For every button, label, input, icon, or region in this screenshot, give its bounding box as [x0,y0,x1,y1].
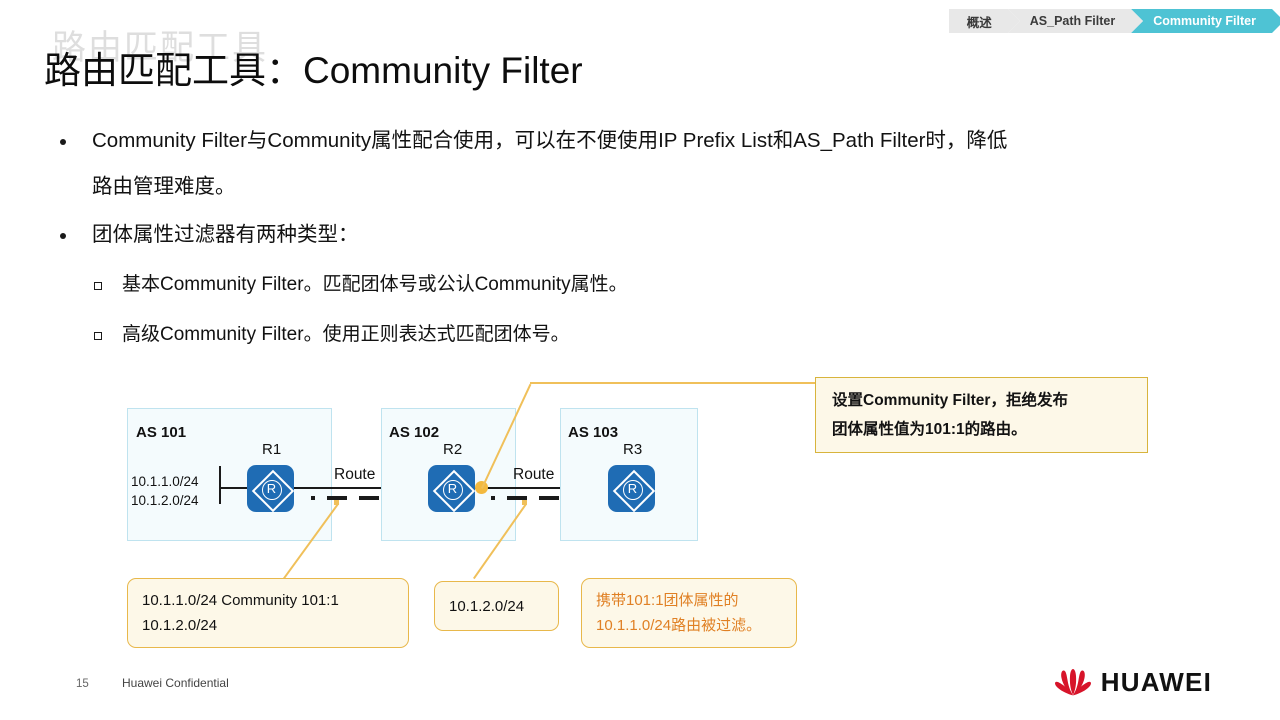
as-box-102 [381,408,516,541]
leader-line-bottom-left-callout [283,502,339,579]
prefix-list-as101: 10.1.1.0/24 10.1.2.0/24 [131,472,199,510]
link-r1-r2 [294,487,434,489]
leader-line-top-callout-horizontal [530,382,815,384]
breadcrumb-item-overview[interactable]: 概述 [948,9,1020,33]
prefix-line-1: 10.1.1.0/24 [131,474,199,489]
route-arrow-2 [585,491,598,505]
route-dash [571,496,585,500]
router-label-r1: R1 [262,441,282,458]
router-icon-r1: R [247,465,294,512]
breadcrumb-label: Community Filter [1153,14,1256,28]
router-r-glyph: R [261,479,282,500]
breadcrumb: 概述 AS_Path Filter Community Filter [948,9,1280,33]
router-diamond [432,469,475,512]
link-lan-to-r1 [219,487,251,489]
as-box-101 [127,408,332,541]
page-number: 15 [76,678,89,690]
as-label-103: AS 103 [568,424,619,441]
route-dash [311,496,315,500]
callout-line-1: 设置Community Filter，拒绝发布 [832,392,1068,409]
as-box-103 [560,408,698,541]
huawei-logo: HUAWEI [1054,667,1212,698]
page-title: 路由匹配工具：Community Filter [44,50,583,91]
router-diamond [612,469,655,512]
breadcrumb-item-as-path-filter[interactable]: AS_Path Filter [1007,9,1144,33]
callout-filtered-route: 携带101:1团体属性的 10.1.1.0/24路由被过滤。 [581,578,797,648]
route-arrow-1 [408,491,421,505]
router-label-r3: R3 [623,441,643,458]
callout-line-2: 10.1.1.0/24路由被过滤。 [596,617,762,634]
route-dash [491,496,495,500]
callout-line-2: 团体属性值为101:1的路由。 [832,421,1027,438]
callout-line-2: 10.1.2.0/24 [142,617,218,634]
filter-point-marker [475,481,488,494]
link-r2-r3 [475,487,610,489]
leader-line-top-callout-diagonal [481,383,532,489]
route-label-2: Route [513,466,555,483]
prefix-line-2: 10.1.2.0/24 [131,493,199,508]
router-icon-r2: R [428,465,475,512]
breadcrumb-item-community-filter[interactable]: Community Filter [1131,9,1280,33]
route-dash [391,496,408,500]
leader-endpoint-bottom-mid [522,500,527,505]
callout-community-filter-config: 设置Community Filter，拒绝发布 团体属性值为101:1的路由。 [815,377,1148,453]
bullet-list: Community Filter与Community属性配合使用，可以在不便使用… [50,118,1250,360]
route-dash [507,496,527,500]
bullet-item-2: 团体属性过滤器有两种类型： [50,212,1250,258]
callout-line-1: 携带101:1团体属性的 [596,592,739,609]
callout-line-1: 10.1.1.0/24 Community 101:1 [142,592,339,609]
breadcrumb-label: AS_Path Filter [1029,14,1116,28]
route-dash [327,496,347,500]
as-label-101: AS 101 [136,424,187,441]
sub-bullet-item-1: 基本Community Filter。匹配团体号或公认Community属性。 [50,260,1250,310]
router-r-glyph: R [442,479,463,500]
huawei-flower-icon [1054,668,1091,695]
huawei-wordmark: HUAWEI [1100,667,1212,697]
bullet-item-1-line-1: Community Filter与Community属性配合使用，可以在不便使用… [92,129,1008,152]
route-label-1: Route [334,466,376,483]
router-r-glyph: R [622,479,643,500]
callout-received-route: 10.1.2.0/24 [434,581,559,631]
callout-line-1: 10.1.2.0/24 [449,597,525,615]
router-icon-r3: R [608,465,655,512]
bullet-item-1: Community Filter与Community属性配合使用，可以在不便使用… [50,118,1250,210]
leader-line-bottom-mid-callout [473,503,527,579]
page-title-watermark: 路由匹配工具 [52,29,268,67]
route-dash [359,496,379,500]
lan-bar-as101 [219,466,221,504]
router-diamond [251,469,294,512]
sub-bullet-item-2: 高级Community Filter。使用正则表达式匹配团体号。 [50,310,1250,360]
route-dash [539,496,559,500]
callout-advertised-routes: 10.1.1.0/24 Community 101:1 10.1.2.0/24 [127,578,409,648]
leader-endpoint-bottom-left [334,500,339,505]
as-label-102: AS 102 [389,424,440,441]
confidential-notice: Huawei Confidential [122,676,229,690]
breadcrumb-label: 概述 [966,15,992,30]
router-label-r2: R2 [443,441,463,458]
bullet-item-1-line-2: 路由管理难度。 [92,175,236,198]
